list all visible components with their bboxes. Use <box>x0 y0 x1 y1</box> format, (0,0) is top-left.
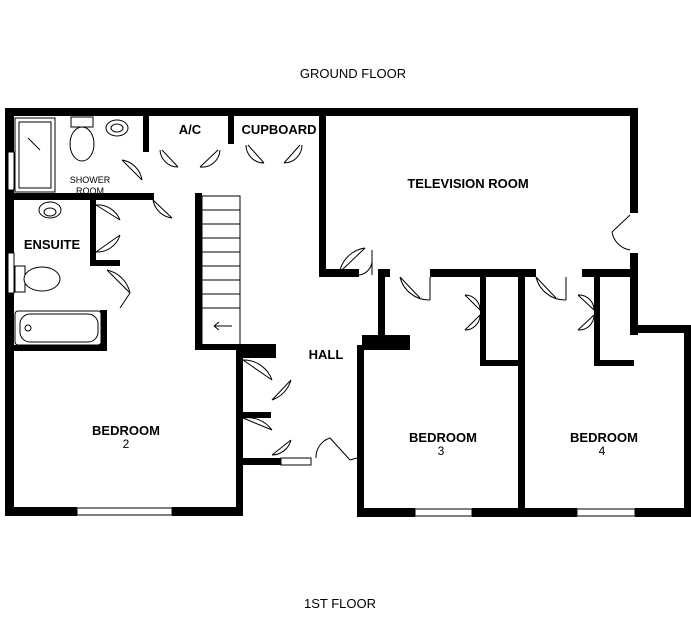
ac-label: A/C <box>179 122 202 137</box>
ensuite-label: ENSUITE <box>24 237 81 252</box>
hall-label: HALL <box>309 347 344 362</box>
shower-room-label: SHOWER <box>70 175 111 185</box>
toilet-ensuite <box>23 266 61 292</box>
windows <box>7 151 636 517</box>
television-room-label: TELEVISION ROOM <box>407 176 528 191</box>
first-floor-title: 1ST FLOOR <box>304 596 376 611</box>
bedroom-3-label: BEDROOM <box>409 430 477 445</box>
bedroom-2-label: BEDROOM <box>92 423 160 438</box>
cupboard-label: CUPBOARD <box>241 122 316 137</box>
shower-room-label-2: ROOM <box>76 186 104 196</box>
toilet-shower-room <box>69 126 95 162</box>
staircase <box>201 195 241 347</box>
bedroom-2-number: 2 <box>123 437 130 451</box>
door-swings <box>95 144 631 461</box>
bedroom-3-number: 3 <box>438 444 445 458</box>
bedroom-4-number: 4 <box>599 444 606 458</box>
bedroom-4-label: BEDROOM <box>570 430 638 445</box>
ground-floor-title: GROUND FLOOR <box>300 66 406 81</box>
room-labels: SHOWER ROOM A/C CUPBOARD TELEVISION ROOM… <box>24 122 638 458</box>
bathroom-fixtures <box>14 116 129 346</box>
walls <box>5 108 691 517</box>
